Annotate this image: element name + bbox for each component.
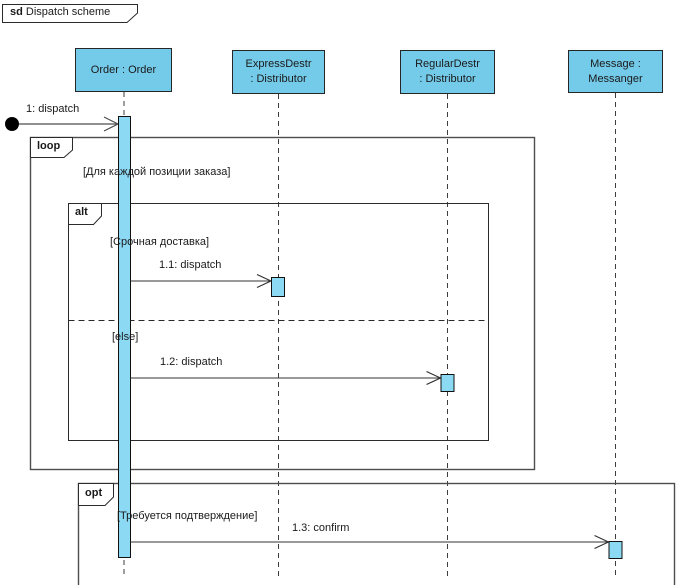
message-1-dispatch[interactable] — [5, 116, 119, 132]
loop-operator-pentagon — [30, 137, 73, 158]
message-1-3-label: 1.3: confirm — [292, 522, 350, 534]
activation-regulardestr[interactable] — [440, 374, 455, 392]
message-1-1-dispatch[interactable] — [130, 273, 272, 289]
lifeline-head-label: Order : Order — [90, 63, 157, 76]
open-arrowhead-icon — [256, 273, 272, 289]
alt-operator-pentagon — [68, 203, 102, 225]
activation-message[interactable] — [608, 541, 623, 559]
opt-operator-pentagon — [78, 483, 114, 506]
lifeline-head-regulardestr[interactable]: RegularDestr : Distributor — [400, 50, 495, 94]
guard-alt-1: [Срочная доставка] — [110, 236, 210, 248]
message-1-1-label: 1.1: dispatch — [159, 259, 222, 271]
frame-title: Dispatch scheme — [25, 6, 111, 18]
activation-order[interactable] — [118, 116, 131, 558]
activation-expressdestr[interactable] — [271, 277, 285, 297]
lifeline-head-expressdestr[interactable]: ExpressDestr : Distributor — [232, 50, 325, 94]
combined-fragment-alt[interactable] — [68, 203, 489, 441]
open-arrowhead-icon — [594, 534, 609, 550]
lifeline-head-label: RegularDestr : Distributor — [415, 58, 480, 85]
lifeline-head-label: ExpressDestr : Distributor — [245, 58, 312, 85]
loop-operator-label: loop — [37, 140, 61, 152]
message-1-2-dispatch[interactable] — [130, 370, 441, 386]
guard-loop: [Для каждой позиции заказа] — [83, 166, 231, 178]
lifeline-head-message[interactable]: Message : Messanger — [568, 50, 663, 93]
message-1-2-label: 1.2: dispatch — [160, 356, 223, 368]
frame-tab[interactable]: sd Dispatch scheme — [10, 6, 110, 18]
combined-fragment-opt[interactable] — [77, 482, 676, 585]
opt-operator-label: opt — [85, 487, 103, 499]
alt-operator-label: alt — [75, 206, 88, 218]
frame-keyword: sd — [10, 6, 23, 18]
guard-opt: [Требуется подтверждение] — [117, 510, 258, 522]
guard-alt-else: [else] — [112, 331, 139, 343]
message-1-3-confirm[interactable] — [130, 534, 609, 550]
open-arrowhead-icon — [426, 370, 441, 386]
lifeline-head-order[interactable]: Order : Order — [75, 48, 172, 92]
open-arrowhead-icon — [103, 116, 119, 132]
frame-tab-shape[interactable] — [2, 4, 138, 23]
combined-fragment-loop[interactable] — [29, 136, 536, 471]
lifeline-head-label: Message : Messanger — [588, 57, 643, 85]
found-message-circle — [5, 117, 19, 131]
message-1-label: 1: dispatch — [26, 103, 80, 115]
